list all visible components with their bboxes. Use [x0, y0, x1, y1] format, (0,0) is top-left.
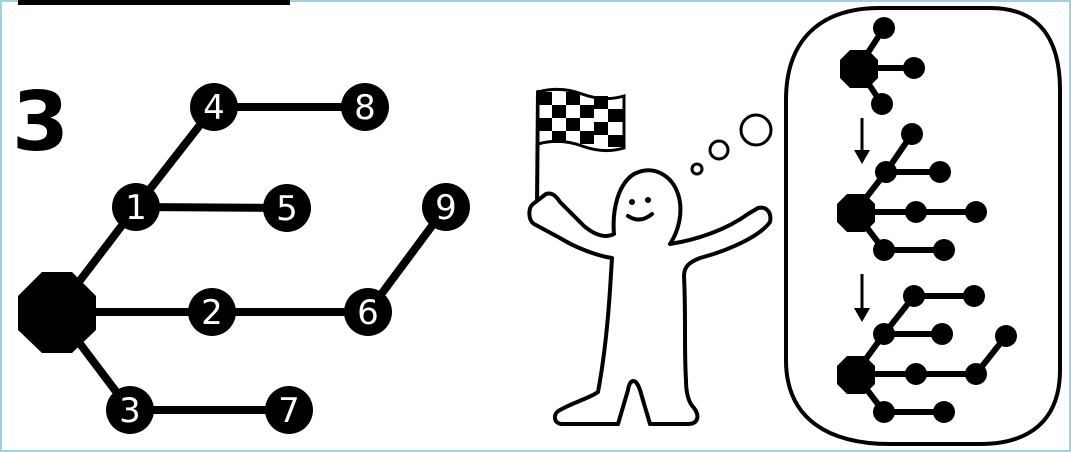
- tree-node-3: 3: [106, 386, 154, 434]
- person-body: [529, 170, 770, 424]
- checkered-flag-icon: [538, 89, 624, 150]
- tree-node-4: 4: [190, 83, 238, 131]
- down-arrow-icon: [854, 118, 870, 164]
- tree-node-label: 4: [203, 88, 225, 128]
- tree-node-2: 2: [188, 288, 236, 336]
- tree-root-octagon: [18, 272, 96, 353]
- tree-node-label: 8: [354, 88, 376, 128]
- person-eye: [645, 197, 651, 203]
- tree-node-1: 1: [112, 183, 160, 231]
- tree-node-label: 3: [119, 391, 141, 431]
- tree-node-label: 9: [435, 188, 457, 228]
- tree-node-8: 8: [341, 83, 389, 131]
- tree-node-9: 9: [422, 183, 470, 231]
- person-eye: [629, 199, 635, 205]
- tree-node-7: 7: [265, 386, 313, 434]
- tree-node-label: 7: [278, 391, 300, 431]
- tree-node-label: 2: [201, 293, 223, 333]
- numbered-tree: [56, 107, 446, 410]
- tree-node-label: 6: [357, 293, 379, 333]
- tree-node-label: 5: [276, 189, 298, 229]
- thought-bubble-icon: [692, 115, 771, 174]
- tree-nodes: 1 2 3 4 5 6 7 8: [106, 83, 470, 434]
- tree-node-5: 5: [263, 184, 311, 232]
- mini-tree-stage-2: [837, 123, 987, 261]
- down-arrow-icon: [854, 274, 870, 322]
- tree-node-6: 6: [344, 288, 392, 336]
- mini-tree-stage-1: [840, 17, 925, 115]
- tree-node-label: 1: [125, 188, 147, 228]
- mini-tree-stage-3: [837, 285, 1017, 423]
